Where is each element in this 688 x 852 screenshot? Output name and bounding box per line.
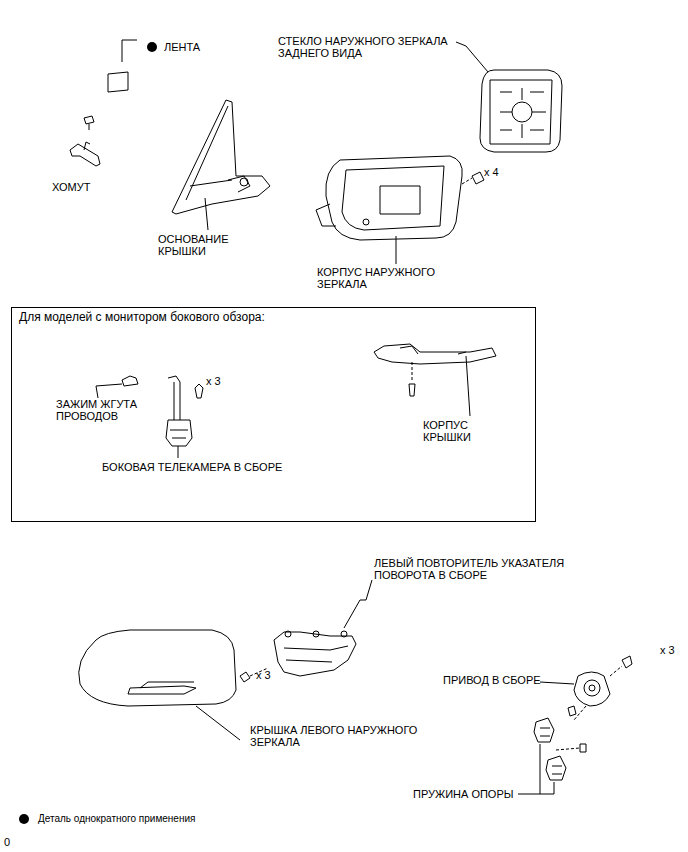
drawing-stroke (316, 204, 336, 226)
drawing-stroke (456, 42, 488, 72)
drawing-stroke (285, 631, 291, 637)
drawing-stroke (326, 156, 462, 240)
drawing-stroke (622, 656, 632, 668)
drawing-stroke (466, 356, 470, 416)
part-label: x 3 (660, 644, 675, 656)
drawing-stroke (480, 70, 562, 152)
drawing-stroke (196, 706, 240, 740)
drawing-stroke (205, 198, 208, 230)
part-label: 0 (4, 836, 10, 848)
drawing-stroke (274, 632, 356, 676)
drawing-stroke (128, 686, 196, 694)
drawing-stroke (589, 685, 595, 691)
drawing-stroke (122, 40, 137, 62)
drawing-stroke (186, 106, 250, 200)
drawing-stroke (409, 384, 415, 396)
part-label: ПРИВОД В СБОРЕ (443, 674, 541, 686)
drawing-stroke (84, 142, 90, 150)
drawing-stroke (552, 766, 562, 774)
drawing-stroke (108, 72, 128, 92)
part-label: x 3 (206, 375, 221, 387)
frame-heading: Для моделей с монитором бокового обзора: (19, 310, 265, 324)
drawing-stroke (574, 672, 610, 706)
legend-text: Деталь однократного применения (38, 813, 195, 825)
part-label: ОСНОВАНИЕ КРЫШКИ (158, 233, 238, 257)
drawing-stroke (540, 728, 550, 736)
drawing-stroke (313, 631, 319, 637)
drawing-stroke (170, 430, 188, 438)
part-label: ЛЕНТА (164, 41, 200, 53)
drawing-stroke (79, 630, 236, 706)
part-label: ЗАЖИМ ЖГУТА ПРОВОДОВ (56, 398, 151, 422)
part-label: ЛЕВЫЙ ПОВТОРИТЕЛЬ УКАЗАТЕЛЯ ПОВОРОТА В С… (374, 557, 579, 581)
part-label: СТЕКЛО НАРУЖНОГО ЗЕРКАЛА ЗАДНЕГО ВИДА (278, 35, 463, 59)
drawing-stroke (580, 744, 586, 752)
part-label: КРЫШКА ЛЕВОГО НАРУЖНОГО ЗЕРКАЛА (250, 724, 435, 748)
drawing-stroke (396, 236, 397, 264)
part-label: ХОМУТ (52, 181, 90, 193)
drawing-stroke (568, 706, 576, 716)
drawing-stroke (140, 682, 194, 688)
drawing-stroke (70, 40, 632, 794)
drawing-stroke (412, 362, 413, 382)
drawing-stroke (147, 42, 157, 52)
drawing-stroke (490, 80, 552, 144)
drawing-stroke (380, 186, 420, 214)
part-label: КОРПУС КРЫШКИ (423, 419, 483, 443)
part-label: x 4 (484, 166, 499, 178)
drawing-stroke (96, 384, 122, 398)
drawing-stroke (472, 172, 484, 184)
drawing-stroke (240, 672, 250, 682)
drawing-stroke (363, 219, 369, 225)
drawing-stroke (195, 384, 203, 398)
drawing-stroke (19, 814, 29, 824)
part-label: x 3 (256, 669, 271, 681)
drawing-stroke (240, 178, 248, 186)
drawing-stroke (178, 446, 179, 458)
drawing-stroke (168, 376, 180, 420)
drawing-stroke (584, 680, 600, 696)
drawing-stroke (518, 744, 554, 794)
drawing-stroke (500, 88, 546, 138)
drawing-stroke (344, 580, 372, 628)
drawing-stroke (122, 376, 138, 386)
drawing-stroke (534, 718, 554, 742)
part-label: ПРУЖИНА ОПОРЫ (413, 788, 513, 800)
legend-dot (18, 813, 30, 825)
option-frame: Для моделей с монитором бокового обзора:… (11, 307, 536, 522)
drawing-stroke (374, 344, 496, 364)
drawing-stroke (342, 166, 444, 230)
part-label: БОКОВАЯ ТЕЛЕКАМЕРА В СБОРЕ (102, 461, 282, 473)
drawing-stroke (462, 178, 472, 184)
drawing-stroke (284, 646, 348, 662)
drawing-stroke (546, 756, 566, 780)
drawing-stroke (512, 102, 532, 122)
drawing-stroke (166, 420, 192, 446)
part-label: КОРПУС НАРУЖНОГО ЗЕРКАЛА (317, 266, 445, 290)
drawing-stroke (172, 100, 270, 214)
drawing-stroke (556, 748, 580, 750)
drawing-stroke (341, 631, 347, 637)
drawing-stroke (84, 116, 94, 130)
drawing-stroke (610, 666, 622, 676)
drawing-stroke (540, 682, 574, 684)
drawing-stroke (400, 346, 466, 354)
